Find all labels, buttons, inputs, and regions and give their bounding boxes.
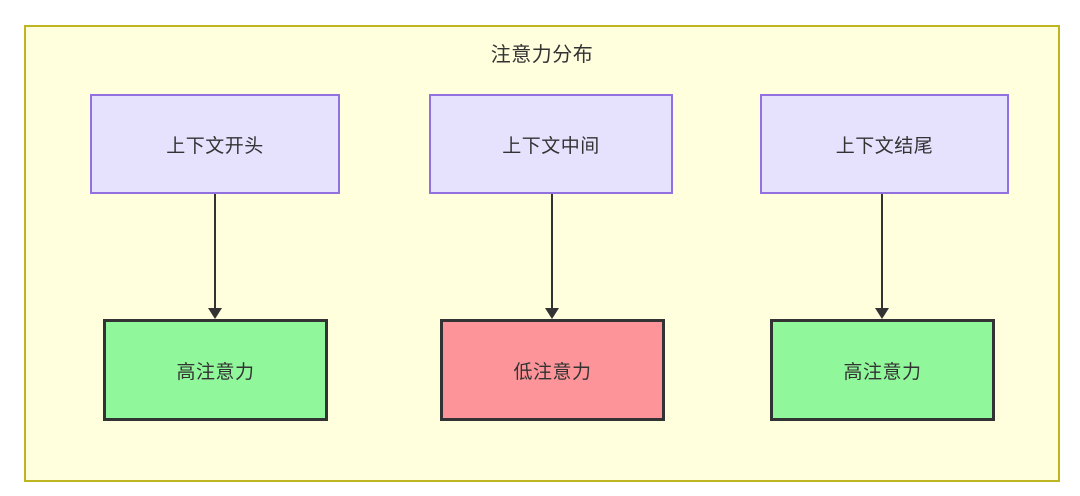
edge-line [881, 194, 883, 308]
arrowhead-icon [875, 308, 889, 319]
diagram-title: 注意力分布 [490, 44, 594, 66]
edge-line [551, 194, 553, 308]
attention-distribution-subgraph: 注意力分布 上下文开头 上下文中间 上下文结尾 高注意力 低 [24, 25, 1060, 482]
node-context-middle-label: 上下文中间 [502, 135, 600, 157]
node-context-start[interactable]: 上下文开头 [90, 94, 340, 194]
node-attention-end-high[interactable]: 高注意力 [770, 319, 995, 421]
node-context-middle[interactable]: 上下文中间 [429, 94, 673, 194]
node-attention-start-label: 高注意力 [176, 361, 255, 383]
node-attention-middle-low[interactable]: 低注意力 [440, 319, 665, 421]
node-attention-middle-label: 低注意力 [513, 361, 592, 383]
node-context-end-label: 上下文结尾 [835, 135, 934, 157]
node-attention-start-high[interactable]: 高注意力 [103, 319, 328, 421]
arrowhead-icon [208, 308, 222, 319]
node-context-start-label: 上下文开头 [166, 135, 264, 157]
node-attention-end-label: 高注意力 [843, 361, 922, 383]
node-context-end[interactable]: 上下文结尾 [760, 94, 1009, 194]
arrowhead-icon [545, 308, 559, 319]
edge-line [214, 194, 216, 308]
